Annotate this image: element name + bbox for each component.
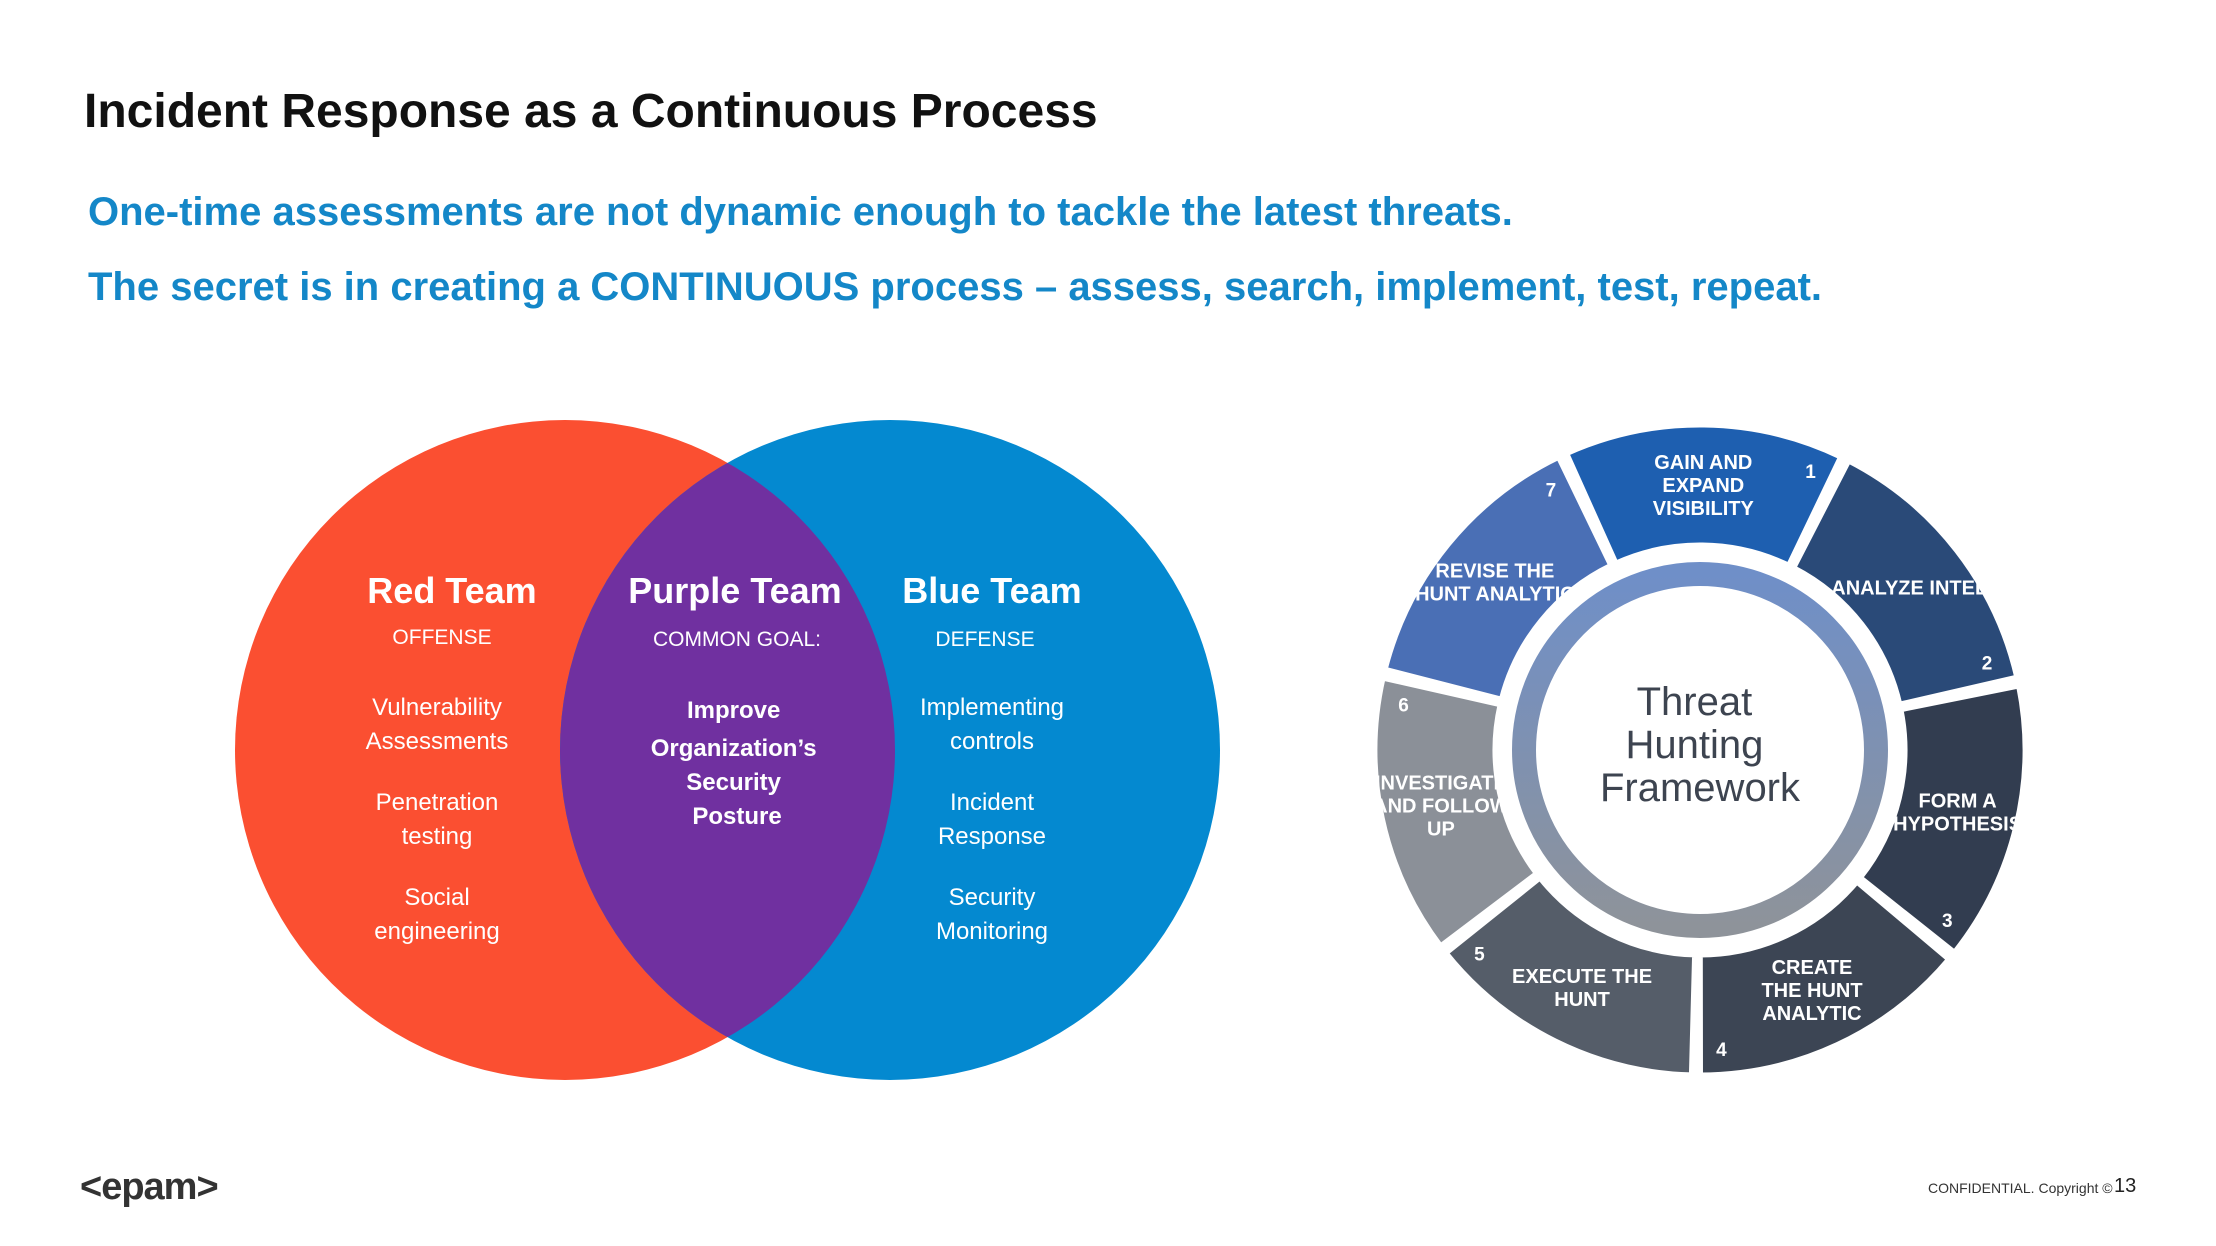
purple-team-overlap [560, 420, 895, 1080]
cycle-step-2-segment [1790, 457, 2020, 708]
purple-team-goal: Improve Organization’s Security Posture [651, 697, 823, 830]
epam-logo: <epam> [80, 1166, 219, 1208]
blue-team-title: Blue Team [902, 570, 1081, 611]
hub-center [1542, 592, 1858, 908]
purple-team-title: Purple Team [628, 570, 841, 611]
cycle-step-3-segment [1856, 683, 2028, 956]
cycle-step-7-segment [1382, 454, 1615, 703]
hub-ring [1512, 562, 1888, 938]
center-label: Threat Hunting Framework [1600, 680, 1801, 810]
cycle-step-1-number: 1 [1805, 462, 1816, 483]
cycle-step-4-number: 4 [1716, 1040, 1727, 1061]
cycle-ring [1372, 422, 2028, 1078]
cycle-step-6-segment [1372, 675, 1540, 950]
page-number: 13 [2114, 1175, 2137, 1197]
purple-team-label: COMMON GOAL: [653, 628, 821, 651]
slide-title: Incident Response as a Continuous Proces… [84, 85, 1098, 138]
cycle-step-3-number: 3 [1942, 911, 1953, 932]
cycle-step-5-segment [1442, 874, 1698, 1078]
cycle-step-7-number: 7 [1546, 481, 1557, 502]
subtitle-line-2: The secret is in creating a CONTINUOUS p… [88, 265, 1823, 309]
blue-team-label: DEFENSE [935, 628, 1034, 651]
confidential-note: CONFIDENTIAL. Copyright © [1928, 1180, 2113, 1196]
red-team-title: Red Team [367, 570, 536, 611]
red-team-label: OFFENSE [392, 626, 491, 649]
cycle-step-5-number: 5 [1474, 944, 1485, 965]
cycle-step-1-segment [1563, 422, 1844, 569]
cycle-step-2-label: ANALYZE INTEL [1831, 577, 1987, 599]
subtitle-line-1: One-time assessments are not dynamic eno… [88, 190, 1513, 234]
cycle-step-4-segment [1697, 878, 1953, 1078]
cycle-step-2-number: 2 [1982, 654, 1993, 675]
cycle-step-6-number: 6 [1398, 695, 1409, 716]
